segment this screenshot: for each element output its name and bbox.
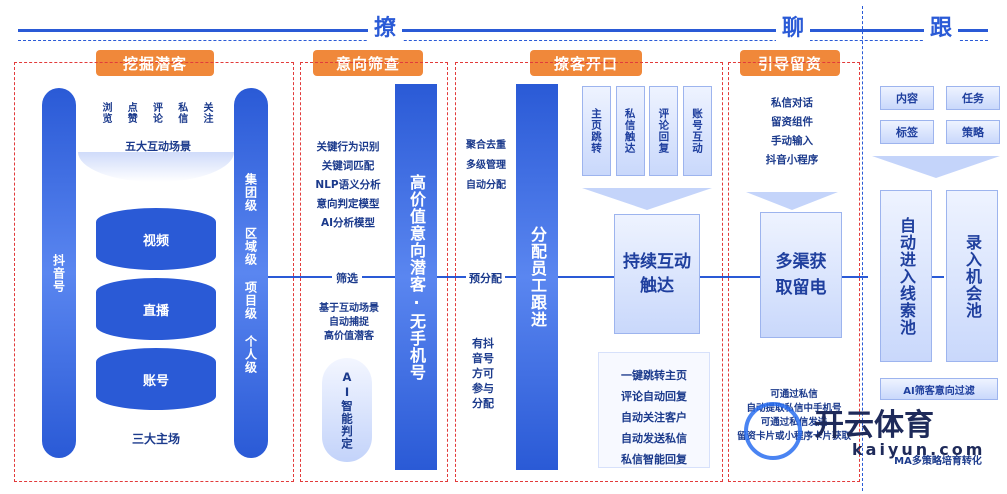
interact-item: 点赞 [125, 102, 137, 124]
interact-item: 关注 [201, 102, 212, 124]
col4-funnel [746, 192, 838, 210]
five-scenes: 五大互动场景 [125, 140, 191, 153]
region-2 [300, 62, 448, 482]
stage-label-4: 引导留资 [740, 50, 840, 76]
main-flow-line [268, 276, 868, 278]
watermark-en: kaiyun.com [852, 440, 986, 459]
stage-label-1: 挖掘潜客 [96, 50, 214, 76]
interact-row: 浏览 点赞 评论 私信 关注 [98, 102, 214, 124]
watermark-cn: 开云体育 [814, 408, 934, 443]
region-1 [14, 62, 294, 482]
card-dm: 私信触达 [615, 86, 645, 176]
ai-judge-oval: AI智能判定 [322, 358, 372, 462]
level-oval: 集团级 区域级 项目级 个人级 [234, 88, 268, 458]
capture-text: 基于互动场景 自动捕捉 高价值潜客 [319, 303, 379, 342]
col3-list-box: 一键跳转主页 评论自动回复 自动关注客户 自动发送私信 私信智能回复 [598, 352, 710, 468]
interact-item: 评论 [150, 102, 162, 124]
divider [862, 6, 863, 491]
assign-bar: 分配员工跟进 [516, 84, 558, 470]
region-4 [728, 62, 860, 482]
stage-label-3: 撩客开口 [530, 50, 642, 76]
ma-cultivate: MA多策略培育转化 [894, 456, 982, 467]
region-3 [455, 62, 723, 482]
col2-list-item: NLP语义分析 [315, 179, 381, 191]
filter-label: 筛选 [332, 270, 362, 286]
card-comment: 评论回复 [649, 86, 679, 176]
col2-list: 关键行为识别 关键词匹配 NLP语义分析 意向判定模型 AI分析模型 [304, 138, 392, 233]
col3-funnel [582, 188, 712, 210]
chip-content: 内容 [880, 86, 934, 110]
cylinder-account: 账号 [96, 348, 216, 410]
douyin-oval: 抖音号 [42, 88, 76, 458]
pre-assign: 预分配 [466, 270, 505, 286]
col4-list: 私信对话 留资组件 手动输入 抖音小程序 [765, 97, 819, 166]
card-account: 账号互动 [682, 86, 712, 176]
interact-item: 私信 [175, 102, 187, 124]
three-main: 三大主场 [131, 432, 180, 446]
chip-tag: 标签 [880, 120, 934, 144]
continuous-touch: 持续互动触达 [614, 214, 700, 334]
timeline-dashed [18, 40, 988, 41]
col3-bottom: 有抖音号方可参与分配 [472, 337, 494, 410]
stage-label-2: 意向筛查 [313, 50, 423, 76]
card-homepage: 主页跳转 [582, 86, 611, 176]
phase-liao2: 聊 [776, 10, 811, 42]
col3-top-list: 聚合去重 多级管理 自动分配 [466, 140, 506, 191]
cylinder-video: 视频 [96, 208, 216, 270]
phase-liao: 撩 [368, 10, 403, 42]
chip-task: 任务 [946, 86, 1000, 110]
high-value-bar: 高价值意向潜客·无手机号 [395, 84, 437, 470]
ai-filter: AI筛客意向过滤 [880, 378, 998, 400]
clue-pool: 自动进入线索池 [880, 190, 932, 362]
col3-cards: 主页跳转 私信触达 评论回复 账号互动 [582, 86, 712, 176]
col5-funnel [872, 156, 1000, 178]
col2-list-item: 关键行为识别 [316, 141, 380, 153]
pool-arrow [932, 276, 944, 278]
col2-list-item: AI分析模型 [320, 217, 376, 229]
opportunity-pool: 录入机会池 [946, 190, 998, 362]
multi-channel: 多渠获取留电 [760, 212, 842, 338]
interact-item: 浏览 [100, 102, 111, 124]
col2-list-item: 关键词匹配 [321, 160, 375, 172]
timeline-line [18, 29, 988, 32]
cylinder-live: 直播 [96, 278, 216, 340]
col2-list-item: 意向判定模型 [316, 198, 380, 210]
phase-gen: 跟 [924, 10, 959, 42]
chip-strategy: 策略 [946, 120, 1000, 144]
watermark-logo [744, 402, 802, 460]
